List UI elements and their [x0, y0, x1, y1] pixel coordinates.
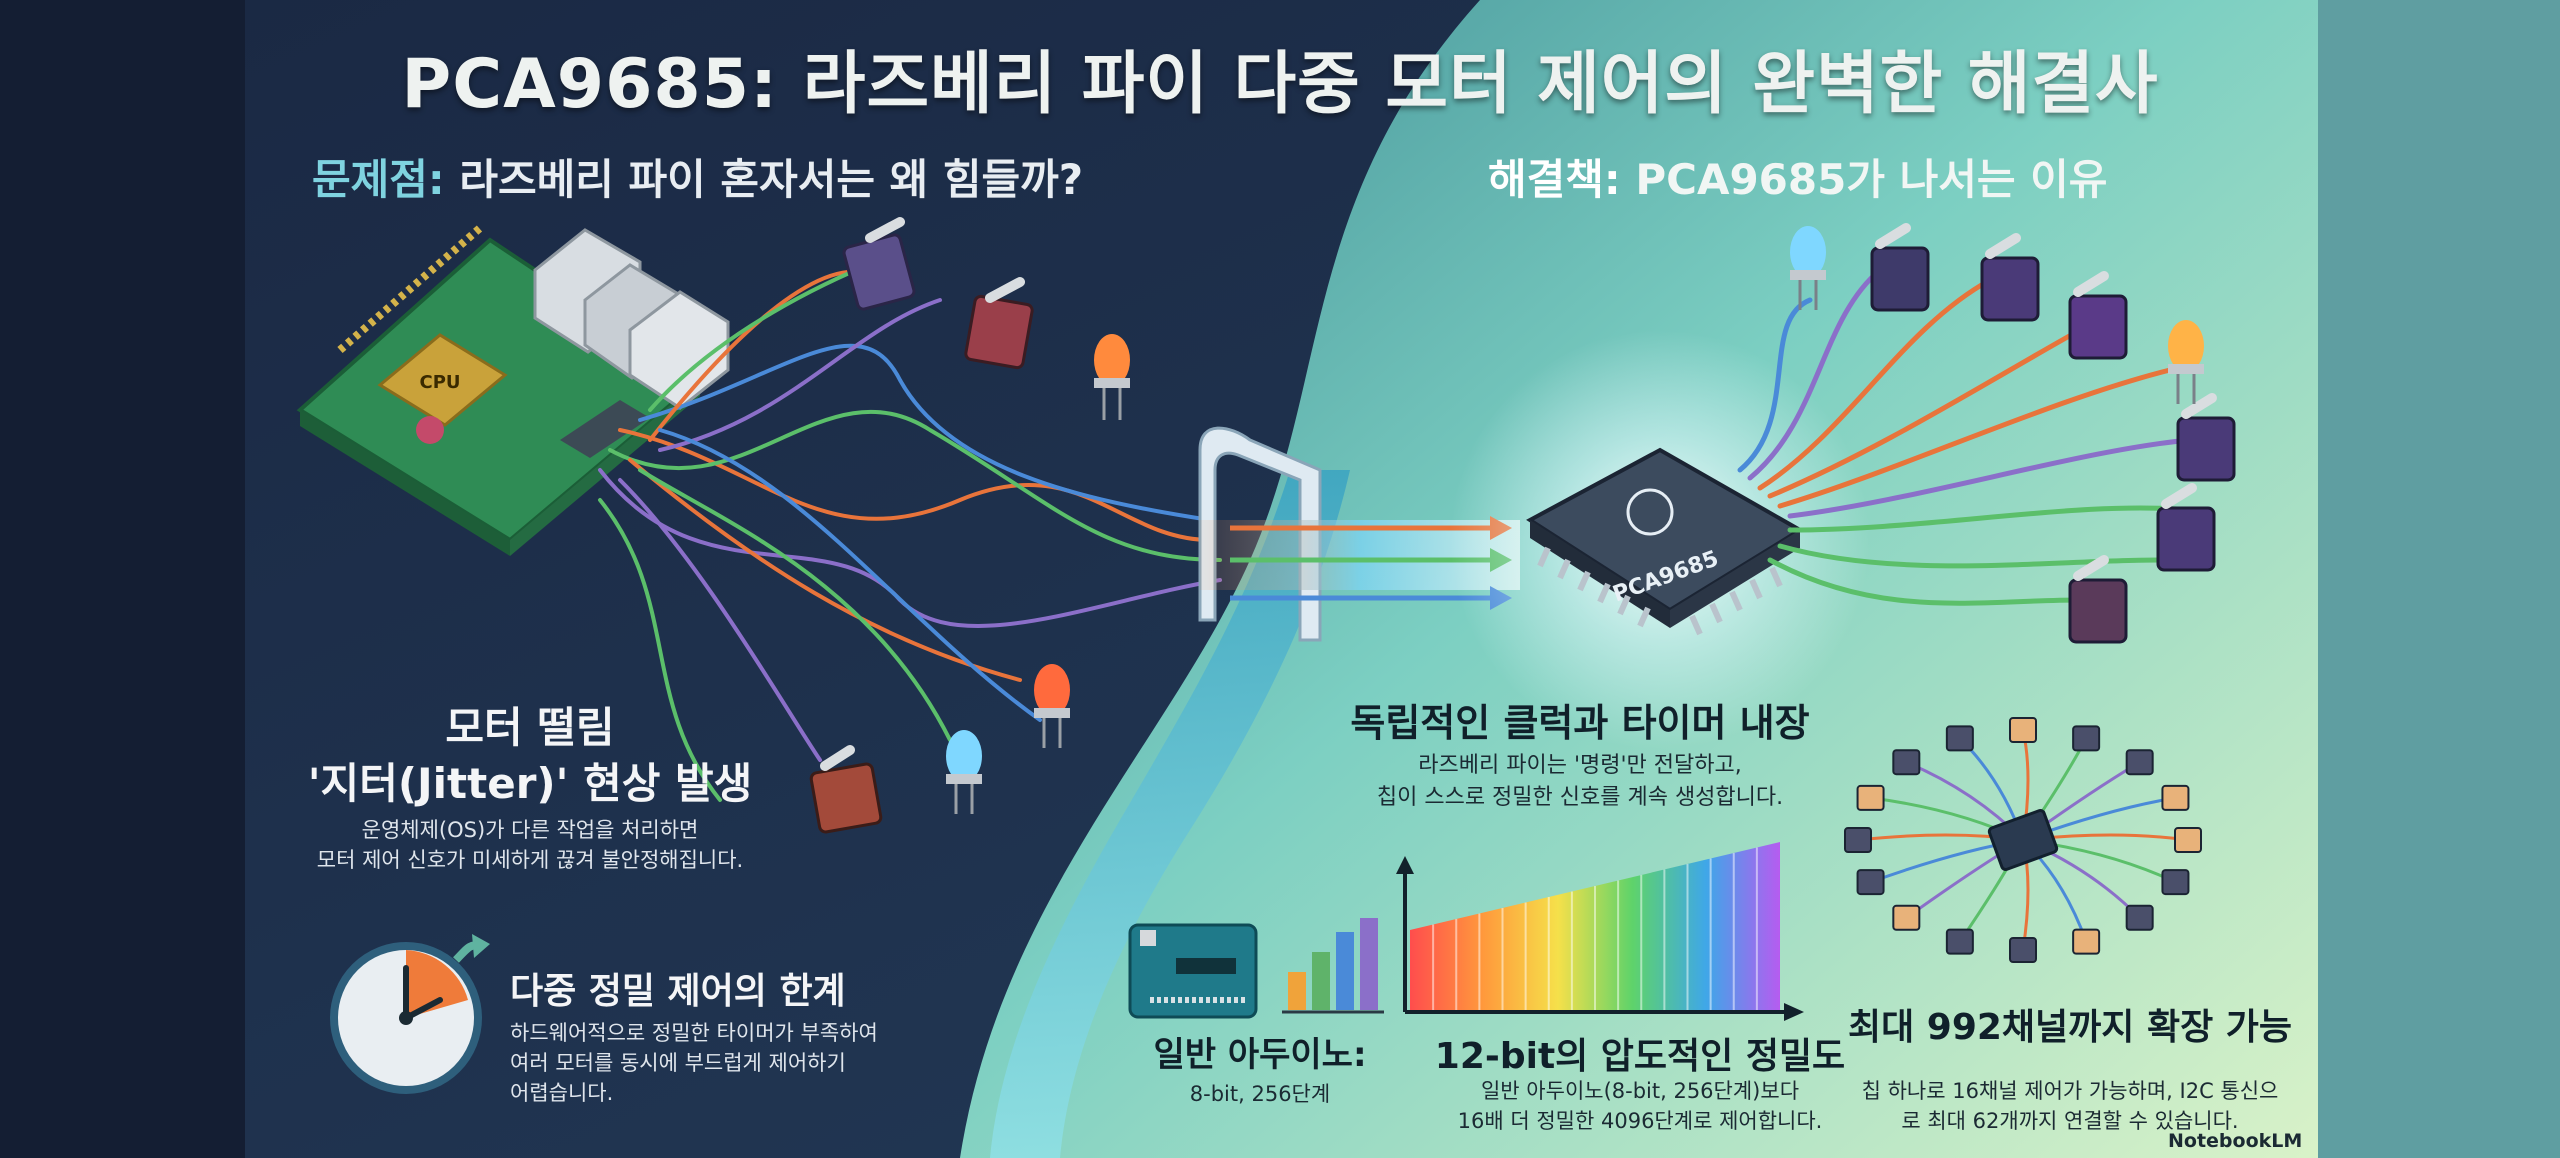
- network-servo-node: [2161, 869, 2190, 896]
- clock-description: 라즈베리 파이는 '명령'만 전달하고, 칩이 스스로 정밀한 신호를 계속 생…: [1260, 750, 1900, 814]
- servo-motor-icon: [809, 745, 883, 834]
- arduino-title: 일반 아두이노:: [1153, 1035, 1367, 1075]
- raspberry-pi-board-icon: CPU: [296, 224, 730, 556]
- left-dark-strip: [0, 0, 245, 1158]
- page-title: PCA9685: 라즈베리 파이 다중 모터 제어의 완벽한 해결사: [401, 45, 2159, 124]
- servo-motor-icon: [1870, 223, 1930, 312]
- multi-desc-line2: 여러 모터를 동시에 부드럽게 제어하기: [510, 1051, 846, 1075]
- board-chip-label: CPU: [419, 372, 460, 393]
- servo-motor-icon: [1980, 233, 2040, 322]
- solution-text: PCA9685가 나서는 이유: [1635, 155, 2108, 204]
- network-servo-node: [2072, 928, 2101, 955]
- problem-label: 문제점:: [312, 155, 445, 204]
- network-servo-node: [2009, 937, 2037, 963]
- jitter-title-line1: 모터 떨림: [445, 703, 615, 752]
- servo-motor-icon: [2068, 555, 2128, 644]
- pca9685-chip-icon: PCA9685: [1526, 447, 1804, 636]
- network-servo-node: [2125, 904, 2154, 931]
- precision-desc-line2: 16배 더 정밀한 4096단계로 제어합니다.: [1457, 1109, 1823, 1133]
- bridge-icon: [1198, 426, 1322, 642]
- expand-desc-line2: 로 최대 62개까지 연결할 수 있습니다.: [1901, 1109, 2239, 1133]
- raspberry-logo: [416, 416, 444, 444]
- led-icon: [1034, 664, 1070, 748]
- precision-description: 일반 아두이노(8-bit, 256단계)보다 16배 더 정밀한 4096단계…: [1380, 1076, 1900, 1136]
- network-servo-node: [1856, 784, 1885, 811]
- led-icon: [1094, 334, 1130, 420]
- network-servo-node: [1945, 725, 1974, 752]
- arduino-description: 8-bit, 256단계: [1189, 1082, 1331, 1106]
- network-servo-node: [1945, 928, 1974, 955]
- servo-motor-icon: [842, 217, 916, 311]
- servo-motor-icon: [2068, 271, 2128, 360]
- network-servo-node: [2125, 749, 2154, 776]
- clock-desc-line2: 칩이 스스로 정밀한 신호를 계속 생성합니다.: [1376, 785, 1784, 810]
- servo-motor-icon: [2176, 393, 2236, 482]
- jitter-desc-line1: 운영체제(OS)가 다른 작업을 처리하면: [361, 818, 699, 842]
- jitter-desc-line2: 모터 제어 신호가 미세하게 끊겨 불안정해집니다.: [316, 848, 744, 872]
- led-icon: [1790, 226, 1826, 310]
- jitter-title: 모터 떨림 '지터(Jitter)' 현상 발생: [300, 700, 760, 812]
- bar-chart-icon: [1282, 918, 1384, 1014]
- network-servo-node: [2161, 784, 2190, 811]
- notebooklm-watermark: NotebookLM: [2168, 1130, 2303, 1152]
- servo-motor-icon: [2156, 483, 2216, 572]
- solution-label: 해결책:: [1488, 155, 1621, 204]
- network-servo-node: [1892, 749, 1921, 776]
- problem-text: 라즈베리 파이 혼자서는 왜 힘들까?: [459, 155, 1084, 204]
- multi-control-title: 다중 정밀 제어의 한계: [510, 971, 846, 1012]
- led-icon: [2168, 320, 2204, 404]
- multi-desc-line1: 하드웨어적으로 정밀한 타이머가 부족하여: [510, 1021, 878, 1045]
- network-servo-node: [2174, 827, 2202, 853]
- multi-desc-line3: 어렵습니다.: [510, 1081, 614, 1105]
- problem-heading: 문제점: 라즈베리 파이 혼자서는 왜 힘들까?: [312, 146, 1083, 207]
- river: [990, 470, 1350, 1158]
- jitter-description: 운영체제(OS)가 다른 작업을 처리하면 모터 제어 신호가 미세하게 끊겨 …: [260, 815, 800, 875]
- servo-motor-icon: [964, 277, 1034, 370]
- expand-description: 칩 하나로 16채널 제어가 가능하며, I2C 통신으 로 최대 62개까지 …: [1830, 1076, 2310, 1136]
- precision-desc-line1: 일반 아두이노(8-bit, 256단계)보다: [1480, 1079, 1800, 1103]
- precision-title: 12-bit의 압도적인 정밀도: [1434, 1036, 1846, 1077]
- expand-desc-line1: 칩 하나로 16채널 제어가 가능하며, I2C 통신으: [1861, 1079, 2279, 1103]
- network-servo-node: [1856, 869, 1885, 896]
- clock-desc-line1: 라즈베리 파이는 '명령'만 전달하고,: [1418, 753, 1742, 778]
- network-servo-node: [2009, 717, 2037, 743]
- expand-title: 최대 992채널까지 확장 가능: [1848, 1007, 2292, 1048]
- right-teal-strip: [2318, 0, 2560, 1158]
- tangled-wires: [598, 258, 1222, 802]
- arduino-board-icon: [1128, 923, 1258, 1019]
- network-servo-node: [2072, 725, 2101, 752]
- multi-control-description: 하드웨어적으로 정밀한 타이머가 부족하여 여러 모터를 동시에 부드럽게 제어…: [510, 1018, 930, 1108]
- jitter-title-line2: '지터(Jitter)' 현상 발생: [307, 759, 753, 808]
- spectrum-bars-icon: [1396, 842, 1804, 1021]
- solution-heading: 해결책: PCA9685가 나서는 이유: [1488, 146, 2107, 207]
- network-servo-node: [1892, 904, 1921, 931]
- stopwatch-icon: [330, 934, 490, 1094]
- organized-wires: [1737, 267, 2193, 606]
- network-servo-node: [1844, 827, 1872, 853]
- chip-network-icon: [1844, 717, 2202, 963]
- led-icon: [946, 730, 982, 814]
- clock-title: 독립적인 클럭과 타이머 내장: [1350, 701, 1810, 745]
